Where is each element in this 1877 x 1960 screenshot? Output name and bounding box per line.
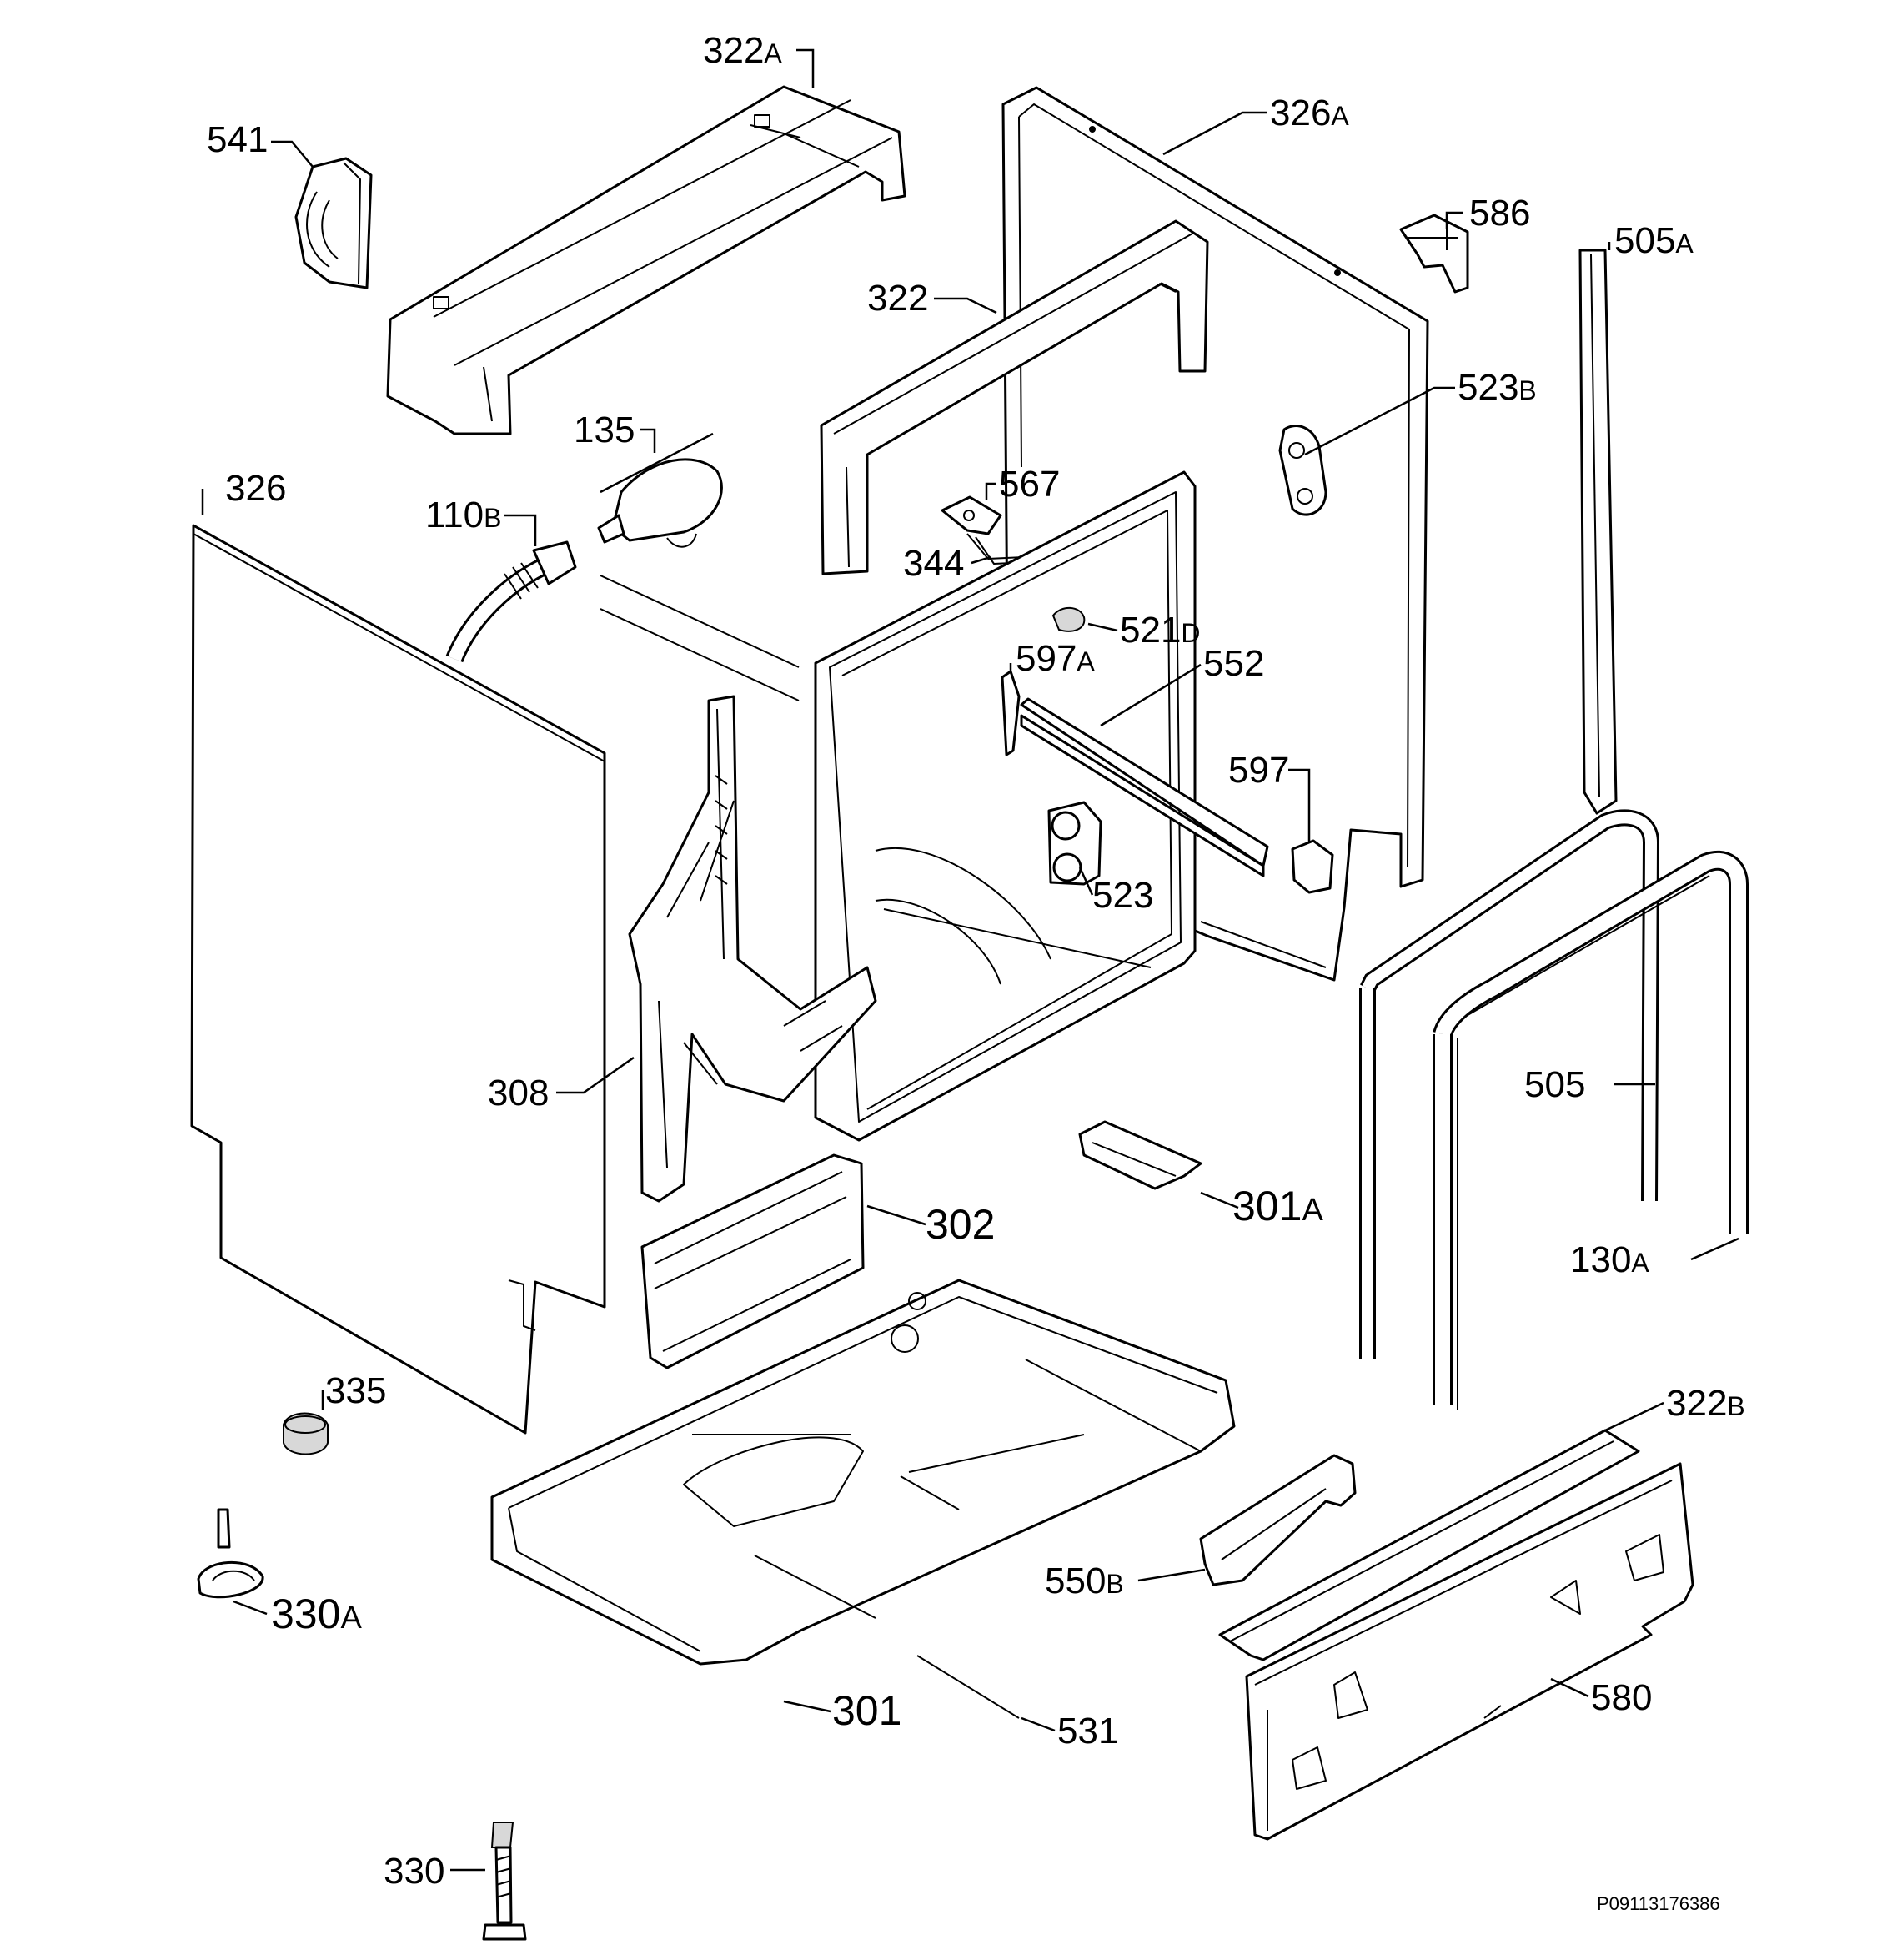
part-597a-clip bbox=[1001, 670, 1021, 756]
leader-lines bbox=[201, 48, 1739, 1872]
part-505a-seal-strip bbox=[1578, 249, 1618, 815]
part-130a-seal bbox=[1433, 850, 1749, 1410]
label-505a: 505A bbox=[1614, 220, 1694, 261]
label-523: 523 bbox=[1092, 875, 1153, 916]
part-322b-rail bbox=[1218, 1429, 1640, 1661]
label-521d: 521D bbox=[1120, 610, 1201, 651]
part-531-pin bbox=[916, 1655, 1020, 1719]
part-550b-bracket bbox=[1199, 1454, 1357, 1586]
label-567: 567 bbox=[999, 464, 1060, 505]
label-523b: 523B bbox=[1458, 367, 1537, 408]
label-322a: 322A bbox=[703, 30, 782, 71]
part-135-float bbox=[597, 458, 723, 548]
part-tub-body bbox=[600, 470, 1197, 1142]
part-308-hinge bbox=[628, 695, 877, 1203]
part-302-panel bbox=[640, 1153, 865, 1369]
part-322-frame bbox=[820, 219, 1209, 575]
part-110b-hose bbox=[445, 540, 577, 663]
part-523-grommet bbox=[1047, 801, 1102, 886]
part-301-base-frame bbox=[490, 1279, 1236, 1666]
label-301a: 301A bbox=[1232, 1183, 1323, 1229]
part-586-bracket bbox=[1399, 214, 1469, 294]
part-597-clip bbox=[1291, 839, 1334, 894]
label-322: 322 bbox=[867, 278, 928, 319]
label-322b: 322B bbox=[1666, 1383, 1745, 1424]
label-541: 541 bbox=[207, 119, 268, 160]
label-335: 335 bbox=[325, 1370, 386, 1411]
label-326a: 326A bbox=[1270, 93, 1349, 133]
label-110b: 110B bbox=[425, 495, 502, 535]
label-135: 135 bbox=[574, 410, 635, 450]
label-597: 597 bbox=[1228, 750, 1289, 791]
part-301a-bracket bbox=[1078, 1120, 1202, 1190]
part-322a-top-bracket bbox=[386, 85, 906, 435]
label-330a: 330A bbox=[271, 1591, 362, 1637]
label-344: 344 bbox=[903, 543, 964, 584]
label-302: 302 bbox=[926, 1201, 995, 1248]
label-326: 326 bbox=[225, 468, 286, 509]
part-552-rail bbox=[1020, 697, 1269, 877]
label-308: 308 bbox=[488, 1073, 549, 1113]
part-326-side-panel bbox=[190, 524, 606, 1435]
label-301: 301 bbox=[832, 1687, 901, 1734]
part-523b-grommet bbox=[1278, 425, 1327, 516]
part-567-clip bbox=[941, 495, 1002, 535]
label-531: 531 bbox=[1057, 1711, 1118, 1751]
label-552: 552 bbox=[1203, 643, 1264, 684]
part-541-clip bbox=[294, 157, 373, 289]
label-586: 586 bbox=[1469, 193, 1530, 234]
part-335-nut bbox=[283, 1412, 329, 1455]
part-330-screw bbox=[482, 1822, 527, 1941]
part-580-base-plate bbox=[1245, 1462, 1694, 1841]
diagram-code: P09113176386 bbox=[1597, 1893, 1720, 1914]
part-330a-foot bbox=[197, 1508, 264, 1599]
label-550b: 550B bbox=[1045, 1560, 1124, 1601]
label-505: 505 bbox=[1524, 1064, 1585, 1105]
label-580: 580 bbox=[1591, 1677, 1652, 1718]
label-597a: 597A bbox=[1016, 638, 1095, 679]
label-330: 330 bbox=[384, 1851, 444, 1892]
part-505-door-seal bbox=[1359, 809, 1660, 1359]
label-130a: 130A bbox=[1570, 1239, 1649, 1280]
